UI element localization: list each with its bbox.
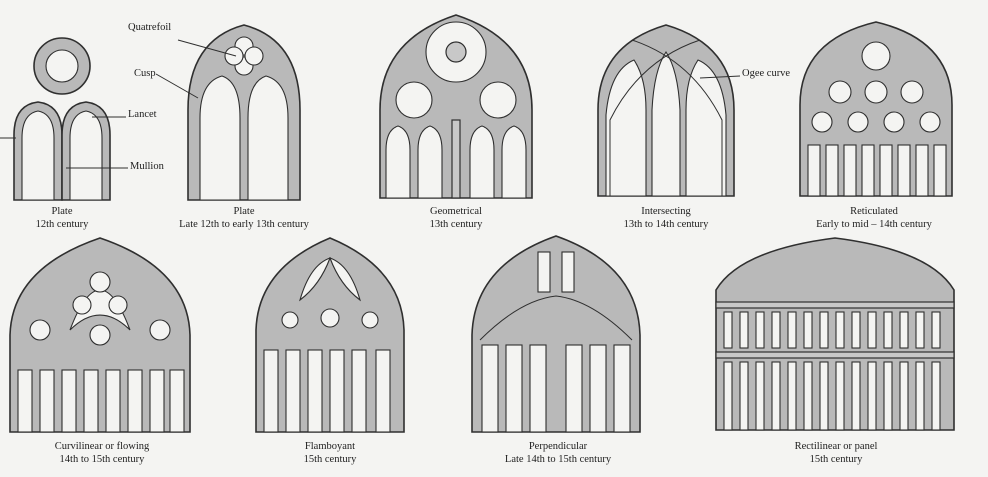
window-intersecting bbox=[597, 24, 741, 197]
caption-period: 15th century bbox=[303, 454, 357, 465]
caption-period: 12th century bbox=[35, 219, 89, 230]
caption-style: Curvilinear or flowing bbox=[54, 441, 150, 452]
callout-quatrefoil: Quatrefoil bbox=[128, 22, 172, 33]
callout-lancet: Lancet bbox=[128, 109, 157, 120]
caption-period: Early to mid – 14th century bbox=[816, 219, 932, 230]
window-curvilinear bbox=[9, 237, 191, 433]
window-plate-late-12th bbox=[66, 24, 301, 201]
caption-curvilinear: Curvilinear or flowing 14th to 15th cent… bbox=[55, 440, 149, 466]
callout-ogee-curve: Ogee curve bbox=[742, 68, 791, 79]
callout-mullion: Mullion bbox=[130, 161, 164, 172]
caption-period: 13th to 14th century bbox=[623, 219, 709, 230]
window-plate-12th bbox=[0, 37, 111, 201]
caption-rectilinear: Rectilinear or panel 15th century bbox=[795, 440, 878, 466]
caption-reticulated: Reticulated Early to mid – 14th century bbox=[816, 205, 932, 231]
callout-cusp: Cusp bbox=[134, 68, 156, 79]
caption-style: Geometrical bbox=[430, 206, 482, 217]
window-flamboyant bbox=[255, 237, 405, 433]
caption-style: Rectilinear or panel bbox=[794, 441, 878, 452]
window-reticulated bbox=[799, 21, 953, 197]
caption-style: Reticulated bbox=[850, 206, 898, 217]
caption-plate-12th: Plate 12th century bbox=[36, 205, 89, 231]
caption-period: 13th century bbox=[429, 219, 483, 230]
caption-period: 15th century bbox=[809, 454, 863, 465]
window-geometrical bbox=[379, 14, 533, 199]
caption-style: Flamboyant bbox=[304, 441, 356, 452]
caption-style: Plate bbox=[51, 206, 73, 217]
caption-style: Perpendicular bbox=[528, 441, 588, 452]
caption-plate-late-12th: Plate Late 12th to early 13th century bbox=[179, 205, 309, 231]
window-perpendicular bbox=[471, 235, 641, 433]
caption-geometrical: Geometrical 13th century bbox=[430, 205, 483, 231]
caption-perpendicular: Perpendicular Late 14th to 15th century bbox=[505, 440, 611, 466]
caption-flamboyant: Flamboyant 15th century bbox=[304, 440, 357, 466]
caption-intersecting: Intersecting 13th to 14th century bbox=[624, 205, 709, 231]
caption-style: Intersecting bbox=[641, 206, 691, 217]
caption-period: Late 12th to early 13th century bbox=[179, 219, 309, 230]
caption-period: 14th to 15th century bbox=[59, 454, 145, 465]
window-rectilinear bbox=[715, 237, 955, 431]
caption-style: Plate bbox=[233, 206, 255, 217]
caption-period: Late 14th to 15th century bbox=[504, 454, 612, 465]
